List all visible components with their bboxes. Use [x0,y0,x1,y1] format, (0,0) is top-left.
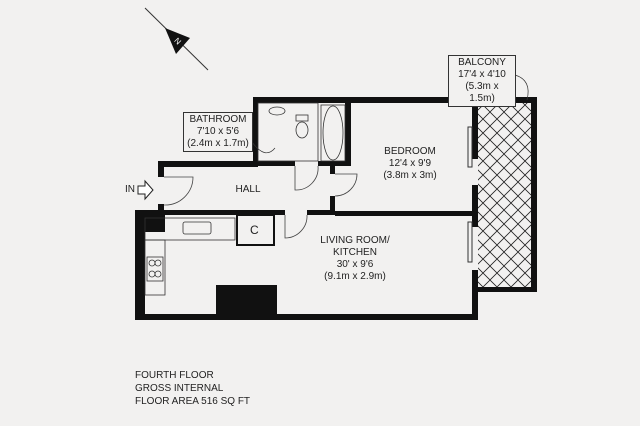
room-name: BATHROOM [189,114,247,125]
compass-letter: N [172,36,183,47]
windows [467,126,473,263]
room-size-metric: (9.1m x 2.9m) [324,271,386,282]
hob-icon [146,256,164,282]
sink-icon [268,106,286,116]
kitchen-sink-icon [182,221,212,235]
doors [163,165,358,239]
bathtub-icon [322,105,344,161]
room-name: BEDROOM [384,146,436,157]
room-size-imperial: 12'4 x 9'9 [388,158,432,169]
fixtures [144,102,346,296]
area-value: FLOOR AREA 516 SQ FT [135,396,251,407]
bedroom-label: BEDROOM 12'4 x 9'9 (3.8m x 3m) [370,146,450,182]
walls [135,97,537,320]
floor-name: FOURTH FLOOR [135,370,214,381]
compass-icon: N [144,7,209,71]
room-name-2: KITCHEN [333,247,377,258]
room-size-imperial: 7'10 x 5'6 [196,126,240,137]
room-size-imperial: 17'4 x 4'10 [458,69,506,80]
floor-area-caption: FOURTH FLOOR GROSS INTERNAL FLOOR AREA 5… [135,369,250,408]
room-size-metric: (3.8m x 3m) [383,170,437,181]
hall-label: HALL [235,184,261,195]
room-name: BALCONY [458,57,506,68]
room-name: LIVING ROOM/ [320,235,390,246]
balcony-area [478,103,531,289]
bathroom-label: BATHROOM 7'10 x 5'6 (2.4m x 1.7m) [183,112,253,152]
entrance-label: IN [125,184,135,195]
cupboard-symbol: C [250,223,259,237]
area-label: GROSS INTERNAL [135,383,224,394]
entrance-arrow-icon [137,179,154,201]
room-size-metric: (5.3m x 1.5m) [465,81,499,104]
toilet-icon [295,121,309,139]
room-size-imperial: 30' x 9'6 [336,259,374,270]
room-size-metric: (2.4m x 1.7m) [187,138,249,149]
living-room-label: LIVING ROOM/ KITCHEN 30' x 9'6 (9.1m x 2… [310,235,400,283]
balcony-label: BALCONY 17'4 x 4'10 (5.3m x 1.5m) [448,55,516,107]
